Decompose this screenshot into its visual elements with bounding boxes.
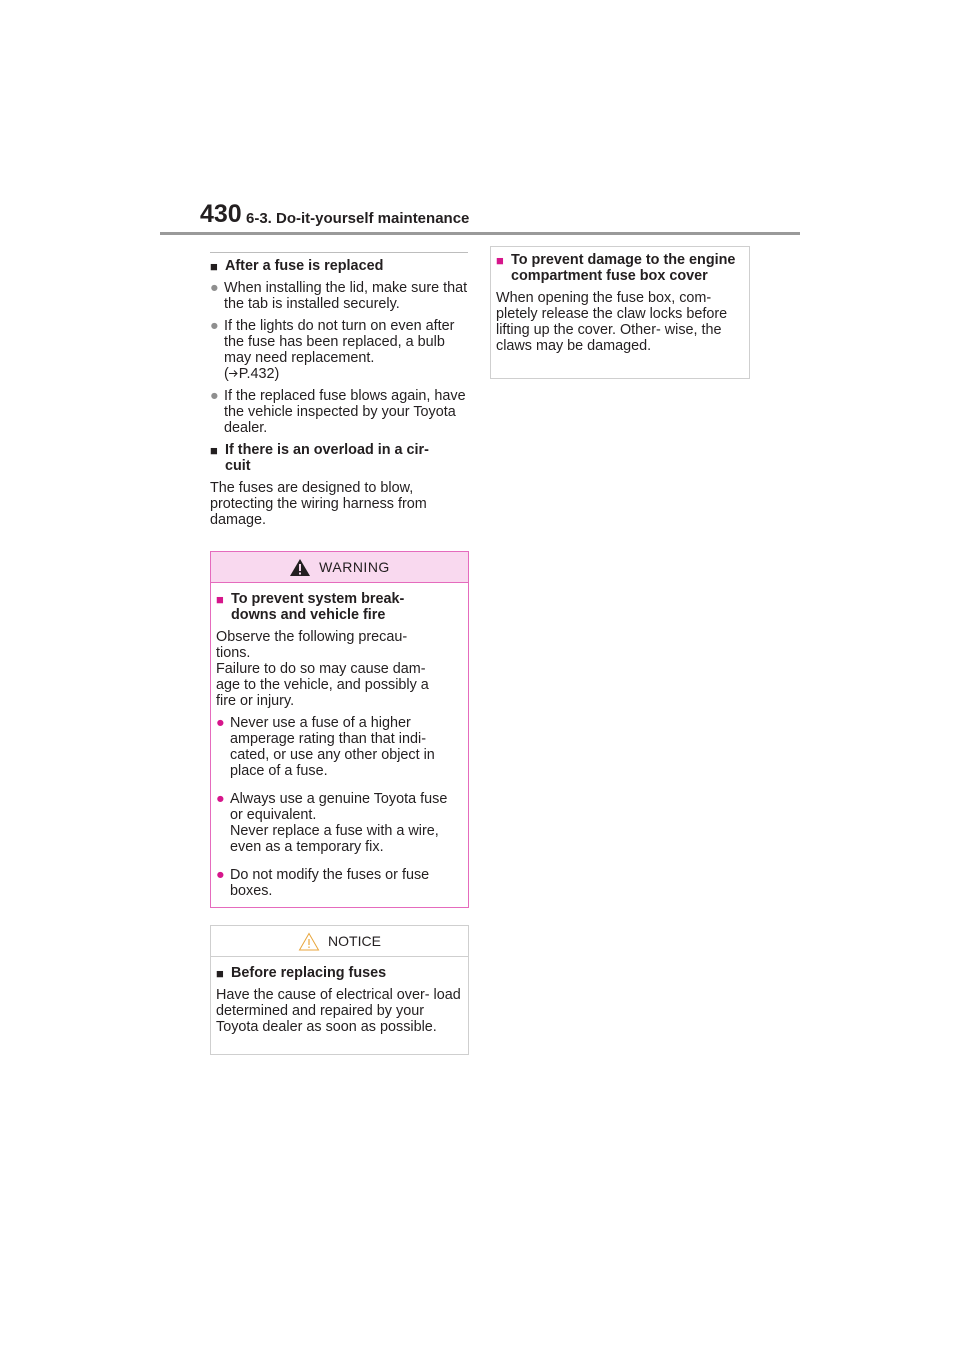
page-header: 430 6-3. Do-it-yourself maintenance (0, 0, 960, 240)
square-icon: ■ (216, 592, 224, 607)
overload-heading: ■ If there is an overload in a cir- cuit (210, 442, 468, 474)
warning-heading: ■ To prevent system break- downs and veh… (216, 591, 463, 623)
warning-header: WARNING (211, 552, 468, 583)
column-divider (210, 252, 468, 253)
arrow-right-icon (228, 370, 238, 377)
bullet-icon: ● (210, 318, 219, 334)
bulb-reference[interactable]: P.432) (238, 366, 280, 382)
list-item-text: If the lights do not turn on even after … (224, 318, 455, 366)
list-item: ● If the replaced fuse blows again, have… (210, 388, 468, 436)
fuse-box-cover-heading: ■ To prevent damage to the engine compar… (496, 252, 744, 284)
bulb-reference-open: ( (224, 366, 229, 382)
warning-box: WARNING ■ To prevent system break- downs… (210, 551, 469, 908)
bullet-icon: ● (210, 280, 219, 296)
list-item: ● Always use a genuine Toyota fuse or eq… (216, 791, 463, 855)
square-icon: ■ (210, 443, 218, 458)
notice-heading: ■ Before replacing fuses (216, 965, 463, 981)
notice-triangle-icon (298, 931, 320, 950)
list-item-text: If the replaced fuse blows again, have t… (224, 388, 466, 436)
after-fuse-heading: ■ After a fuse is replaced (210, 258, 468, 274)
warning-triangle-icon (290, 558, 311, 576)
notice-header: NOTICE (211, 926, 468, 957)
warning-intro-line3: Failure to do so may cause dam- (216, 661, 426, 677)
notice-text: Have the cause of electrical over- load … (216, 987, 461, 1035)
overload-heading-line2: cuit (225, 458, 251, 474)
warning-intro-line4: age to the vehicle, and possibly a (216, 677, 429, 693)
notice-box: NOTICE ■ Before replacing fuses Have the… (210, 925, 469, 1055)
notice-label: NOTICE (328, 933, 381, 949)
bullet-icon: ● (216, 715, 225, 731)
header-divider (160, 232, 800, 235)
warning-heading-line1: To prevent system break- (231, 591, 405, 607)
fuse-box-cover-box: ■ To prevent damage to the engine compar… (490, 246, 750, 379)
list-item-text-extra: Never replace a fuse with a wire, even a… (230, 823, 439, 855)
fuse-box-cover-body: ■ To prevent damage to the engine compar… (491, 247, 749, 354)
warning-body: ■ To prevent system break- downs and veh… (211, 583, 468, 899)
warning-intro-line5: fire or injury. (216, 693, 295, 709)
bullet-icon: ● (216, 791, 225, 807)
after-fuse-heading-text: After a fuse is replaced (225, 258, 384, 274)
warning-intro-line1: Observe the following precau- (216, 629, 408, 645)
warning-label: WARNING (319, 559, 390, 575)
overload-text: The fuses are designed to blow, protecti… (210, 480, 427, 528)
square-icon: ■ (496, 253, 504, 268)
left-column: ■ After a fuse is replaced ● When instal… (210, 252, 468, 534)
list-item: ● Never use a fuse of a higher amperage … (216, 715, 463, 779)
page-number: 430 (200, 200, 242, 228)
square-icon: ■ (210, 259, 218, 274)
fuse-box-cover-text: When opening the fuse box, com- pletely … (496, 290, 728, 354)
list-item-text: Do not modify the fuses or fuse boxes. (230, 867, 430, 899)
warning-intro-line2: tions. (216, 645, 251, 661)
warning-heading-line2: downs and vehicle fire (231, 607, 386, 623)
section-title: 6-3. Do-it-yourself maintenance (246, 210, 470, 227)
bullet-icon: ● (210, 388, 219, 404)
square-icon: ■ (216, 966, 224, 981)
list-item-text: Never use a fuse of a higher amperage ra… (230, 715, 435, 779)
list-item: ● When installing the lid, make sure tha… (210, 280, 468, 312)
notice-heading-text: Before replacing fuses (231, 965, 387, 981)
list-item-text: When installing the lid, make sure that … (224, 280, 468, 312)
list-item: ● If the lights do not turn on even afte… (210, 318, 468, 382)
overload-heading-line1: If there is an overload in a cir- (225, 442, 429, 458)
list-item: ● Do not modify the fuses or fuse boxes. (216, 867, 463, 899)
warning-intro: Observe the following precau- tions. Fai… (216, 629, 463, 709)
fuse-box-cover-heading-text: To prevent damage to the engine compartm… (511, 252, 736, 284)
notice-body: ■ Before replacing fuses Have the cause … (211, 957, 468, 1035)
list-item-text: Always use a genuine Toyota fuse or equi… (230, 791, 448, 823)
bullet-icon: ● (216, 867, 225, 883)
